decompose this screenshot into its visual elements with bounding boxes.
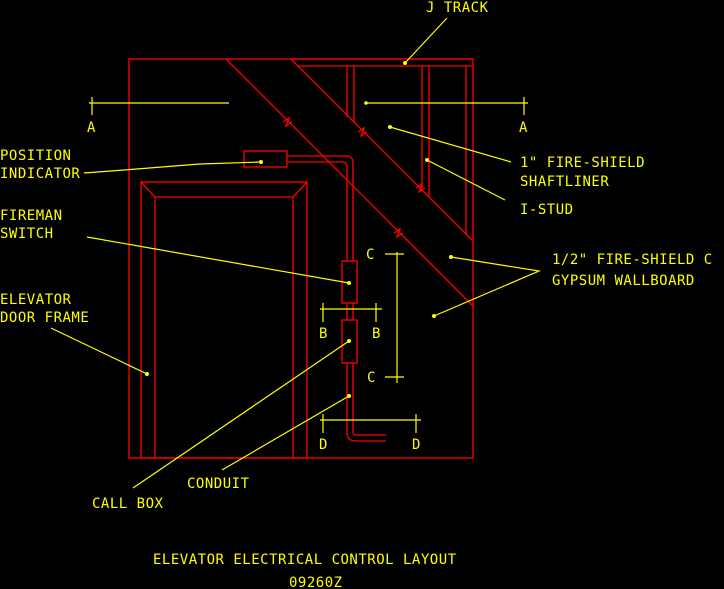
- door-frame-miter: [140, 181, 156, 198]
- diagonal-line-1-end: [419, 252, 474, 307]
- label-fireman-switch-2: SWITCH: [0, 226, 54, 242]
- leader-dot: [347, 394, 351, 398]
- break-symbol: [282, 116, 293, 128]
- leader-dot: [347, 339, 351, 343]
- section-mark-d-left: D: [319, 437, 328, 453]
- leader-door-frame: [50, 327, 148, 375]
- conduit-bottom-inner: [352, 363, 386, 436]
- label-position-indicator-2: INDICATOR: [0, 166, 80, 182]
- door-frame-miter: [292, 181, 308, 198]
- section-mark-a-right: A: [519, 120, 528, 136]
- label-conduit: CONDUIT: [187, 476, 250, 492]
- leader-dot: [449, 255, 453, 259]
- leader-j-track: [404, 17, 448, 64]
- leader-dot: [259, 160, 263, 164]
- leader-dot: [403, 61, 407, 65]
- leader-dot: [388, 125, 392, 129]
- conduit-outer: [287, 155, 354, 261]
- drawing-number: 09260Z: [289, 575, 343, 589]
- label-fireman-switch-1: FIREMAN: [0, 208, 63, 224]
- leader-dot: [425, 158, 429, 162]
- conduit-inner: [287, 161, 348, 261]
- conduit-bottom-outer: [346, 363, 386, 442]
- label-door-frame-2: DOOR FRAME: [0, 310, 89, 326]
- section-mark-c-top: C: [366, 247, 375, 263]
- label-j-track: J TRACK: [426, 0, 489, 16]
- leader-shaftliner: [389, 126, 512, 163]
- door-frame-inner: [154, 196, 294, 458]
- label-gypsum-1: 1/2" FIRE-SHIELD C: [552, 252, 713, 268]
- label-call-box: CALL BOX: [92, 496, 164, 512]
- label-i-stud: I-STUD: [520, 202, 574, 218]
- leader-fireman-switch: [86, 236, 350, 284]
- leader-conduit: [221, 395, 350, 471]
- break-symbol: [415, 182, 426, 194]
- leader-dot: [347, 281, 351, 285]
- position-indicator-box: [243, 150, 288, 168]
- leader-gypsum: [433, 256, 542, 317]
- call-box: [341, 319, 358, 364]
- leader-dot: [145, 372, 149, 376]
- leader-call-box: [132, 340, 350, 489]
- diagonal-line-2: [290, 58, 474, 242]
- leader-dot: [432, 314, 436, 318]
- label-position-indicator-1: POSITION: [0, 148, 71, 164]
- label-gypsum-2: GYPSUM WALLBOARD: [552, 273, 695, 289]
- break-symbol: [393, 227, 404, 239]
- section-mark-b-right: B: [372, 326, 381, 342]
- section-mark-d-right: D: [412, 437, 421, 453]
- leader-position-indicator: [83, 161, 262, 174]
- leader-i-stud: [426, 159, 506, 201]
- label-shaftliner-2: SHAFTLINER: [520, 174, 609, 190]
- label-shaftliner-1: 1" FIRE-SHIELD: [520, 155, 645, 171]
- break-symbol: [357, 126, 368, 138]
- section-mark-c-bottom: C: [367, 370, 376, 386]
- door-frame-outer: [140, 181, 308, 459]
- drawing-title: ELEVATOR ELECTRICAL CONTROL LAYOUT: [153, 552, 457, 568]
- leader-dot: [364, 101, 368, 105]
- label-door-frame-1: ELEVATOR: [0, 292, 72, 308]
- section-mark-b-left: B: [319, 326, 328, 342]
- section-mark-a-left: A: [87, 120, 96, 136]
